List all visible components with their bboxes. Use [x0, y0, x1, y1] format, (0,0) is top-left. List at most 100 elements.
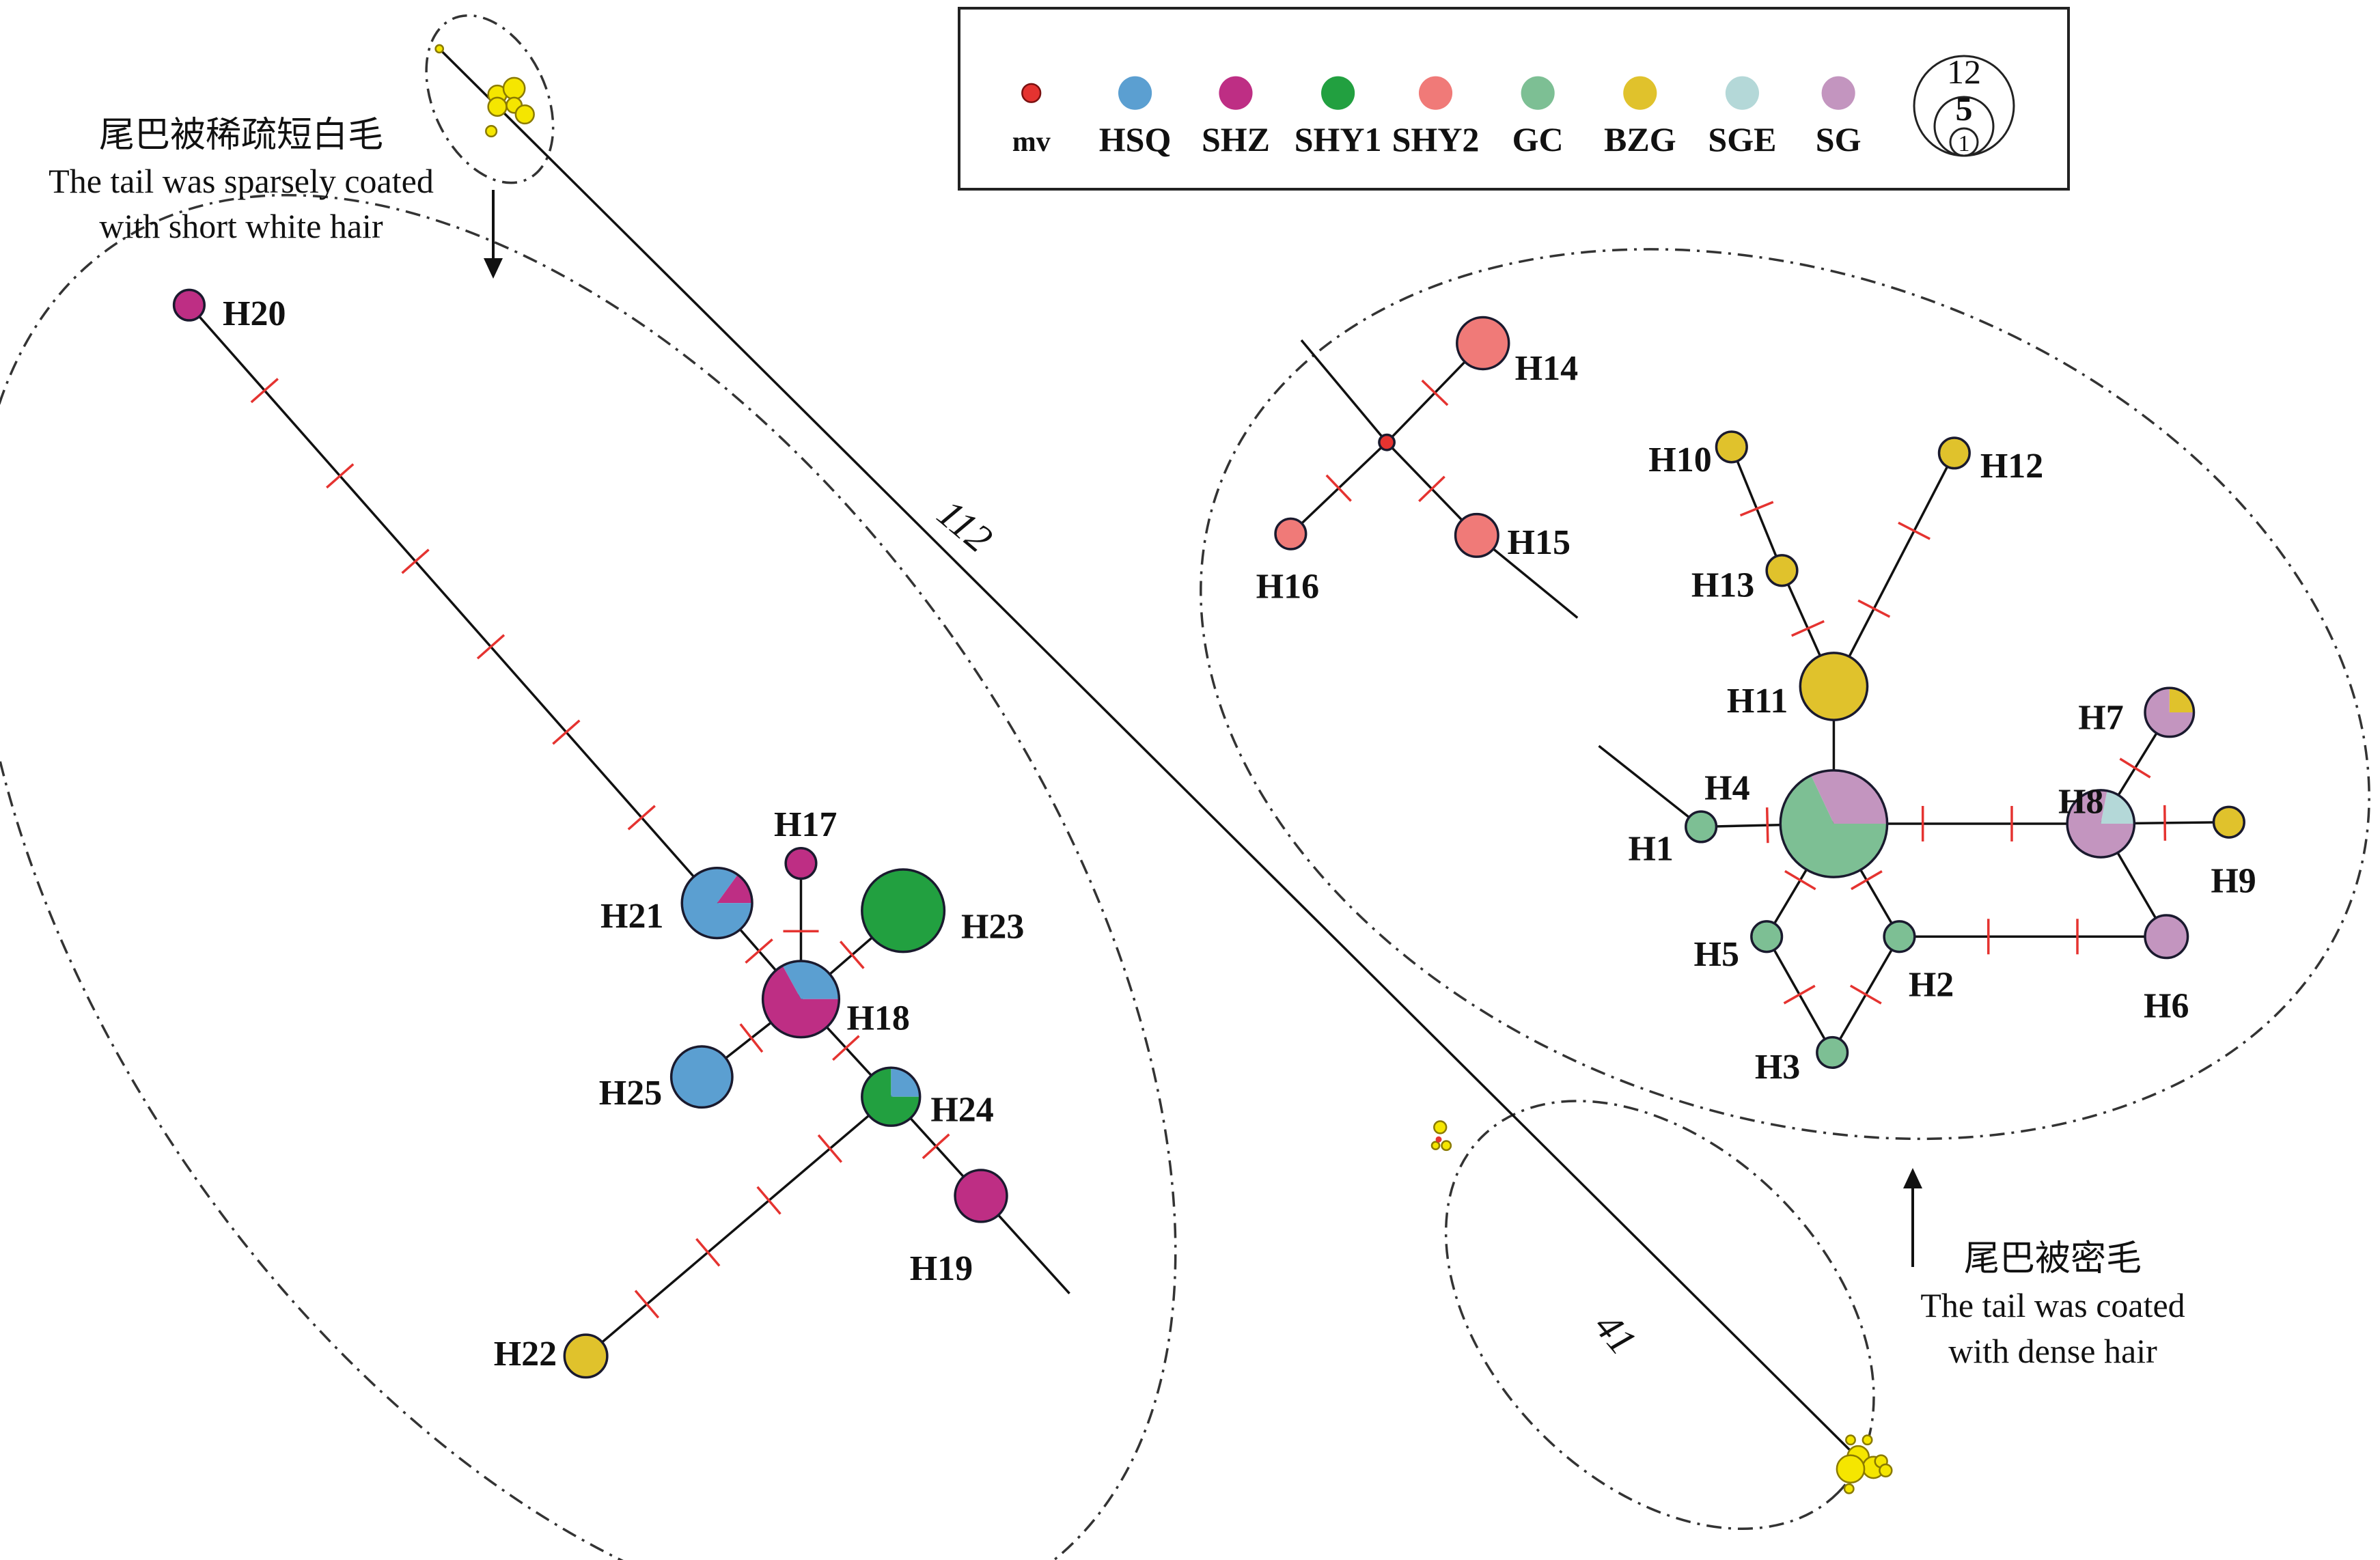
annotation-sparse-cn: 尾巴被稀疏短白毛 [99, 116, 383, 155]
annotation-sparse-en2: with short white hair [99, 207, 383, 245]
legend-swatch-SHY1 [1321, 76, 1355, 110]
legend-label-mv: mv [1012, 126, 1051, 158]
pie-slice-BZG [1715, 430, 1748, 464]
node-label-H3: H3 [1755, 1048, 1800, 1087]
pie-outline [2144, 686, 2196, 738]
pie-slice-SHY2 [1274, 517, 1307, 551]
collapsed-haplotype [1836, 1454, 1866, 1484]
collapsed-haplotype [502, 76, 526, 100]
pie-slice-HSQ [669, 1045, 734, 1109]
legend-item-SHY2: SHY2 [1392, 76, 1479, 158]
micro-cluster-bottom [1836, 1434, 1893, 1494]
edge-H12-H11 [1832, 452, 1956, 687]
pie-outline [861, 1066, 922, 1127]
annotation-sparse-hair: 尾巴被稀疏短白毛 The tail was sparsely coated wi… [49, 116, 503, 279]
pie-outline [680, 866, 753, 940]
mutation-tick [1857, 599, 1891, 618]
haplotype-node-H18 [761, 960, 841, 1039]
pie-slice-SGE [2101, 790, 2135, 824]
pie-slice-HSQ [682, 867, 753, 938]
mutation-tick [1898, 521, 1931, 540]
annotation-dense-en2: with dense hair [1948, 1332, 2157, 1370]
collapsed-haplotype [1441, 1140, 1452, 1152]
haplotype-node-H16 [1274, 517, 1307, 551]
size-circle-1 [1949, 127, 1979, 157]
long-edge-label-41: 41 [1586, 1304, 1645, 1363]
mutation-tick [839, 941, 865, 969]
haplotype-node-H11 [1799, 652, 1869, 721]
legend-label-GC: GC [1512, 120, 1564, 158]
mutation-tick [1851, 870, 1883, 891]
legend-item-SGE: SGE [1708, 76, 1776, 158]
node-label-H4: H4 [1704, 768, 1749, 807]
pie-slice-BZG [1765, 554, 1799, 587]
node-label-H7: H7 [2078, 699, 2123, 738]
collapsed-haplotype [1430, 1141, 1441, 1151]
edge-stub-upper-left [1300, 339, 1388, 443]
pie-slice-GC [1685, 810, 1718, 844]
haplotype-node-H8 [2066, 789, 2136, 859]
micro-cluster-top [434, 44, 535, 138]
legend-label-BZG: BZG [1604, 120, 1676, 158]
node-label-H15: H15 [1508, 523, 1570, 562]
haplotype-node-H2 [1883, 920, 1916, 953]
legend-swatch-BZG [1623, 76, 1657, 110]
legend-swatch-HSQ [1118, 76, 1152, 110]
node-label-H18: H18 [846, 999, 909, 1038]
group-outline-left [0, 193, 1177, 1560]
mutation-tick [1849, 984, 1882, 1005]
collapsed-haplotype [1845, 1434, 1856, 1446]
pie-slice-SG [2145, 688, 2194, 737]
legend-swatch-GC [1521, 76, 1555, 110]
pie-slice-SHZ [954, 1169, 1008, 1223]
haplotype-node-H5 [1750, 920, 1784, 953]
node-label-H6: H6 [2144, 987, 2189, 1026]
legend-label-SHY1: SHY1 [1295, 120, 1382, 158]
median-vector [1435, 1136, 1442, 1143]
legend-item-SHZ: SHZ [1202, 76, 1270, 158]
node-label-H13: H13 [1691, 566, 1754, 604]
annotation-sparse-en1: The tail was sparsely coated [49, 162, 434, 200]
mutation-tick [1421, 379, 1449, 406]
node-label-H5: H5 [1694, 935, 1739, 974]
legend-item-mv: mv [1012, 83, 1051, 158]
group-outline-bottom [1444, 1100, 1875, 1531]
mutation-tick [1739, 501, 1774, 517]
collapsed-haplotype [1862, 1434, 1873, 1446]
mutation-tick [1418, 475, 1445, 503]
pie-slice-SHZ [762, 965, 840, 1037]
network-nodes [172, 44, 2245, 1494]
haplotype-node-H21 [680, 866, 753, 940]
haplotype-node-H15 [1454, 512, 1499, 558]
pie-outline [761, 960, 841, 1039]
mutation-tick [1325, 474, 1352, 502]
node-label-H23: H23 [961, 908, 1024, 947]
legend-swatch-SG [1821, 76, 1855, 110]
haplotype-node-H3 [1816, 1035, 1849, 1070]
legend-label-SG: SG [1816, 120, 1862, 158]
mutation-tick [552, 719, 581, 745]
node-label-H12: H12 [1980, 447, 2043, 486]
legend-label-HSQ: HSQ [1099, 120, 1172, 158]
node-label-H17: H17 [774, 805, 837, 844]
legend-item-BZG: BZG [1604, 76, 1676, 158]
collapsed-haplotype [487, 96, 508, 117]
legend-swatch-SHY2 [1418, 76, 1453, 110]
pie-slice-BZG [2212, 805, 2245, 839]
mutation-tick [250, 378, 279, 404]
pie-slice-SHZ [172, 288, 206, 322]
pie-slice-BZG [1937, 436, 1971, 470]
collapsed-haplotype [1433, 1120, 1448, 1134]
node-label-H1: H1 [1628, 830, 1673, 869]
pie-slice-GC [1816, 1035, 1849, 1070]
size-label-1: 1 [1959, 131, 1970, 156]
mutation-ticks [250, 378, 2167, 1319]
haplotype-node-H10 [1715, 430, 1748, 464]
arrow-head-down-icon [484, 258, 503, 279]
mutation-tick [1791, 619, 1825, 637]
mutation-tick [756, 1186, 781, 1215]
mutation-tick [476, 634, 506, 660]
haplotype-node-H25 [669, 1045, 734, 1109]
legend-item-SHY1: SHY1 [1295, 76, 1382, 158]
